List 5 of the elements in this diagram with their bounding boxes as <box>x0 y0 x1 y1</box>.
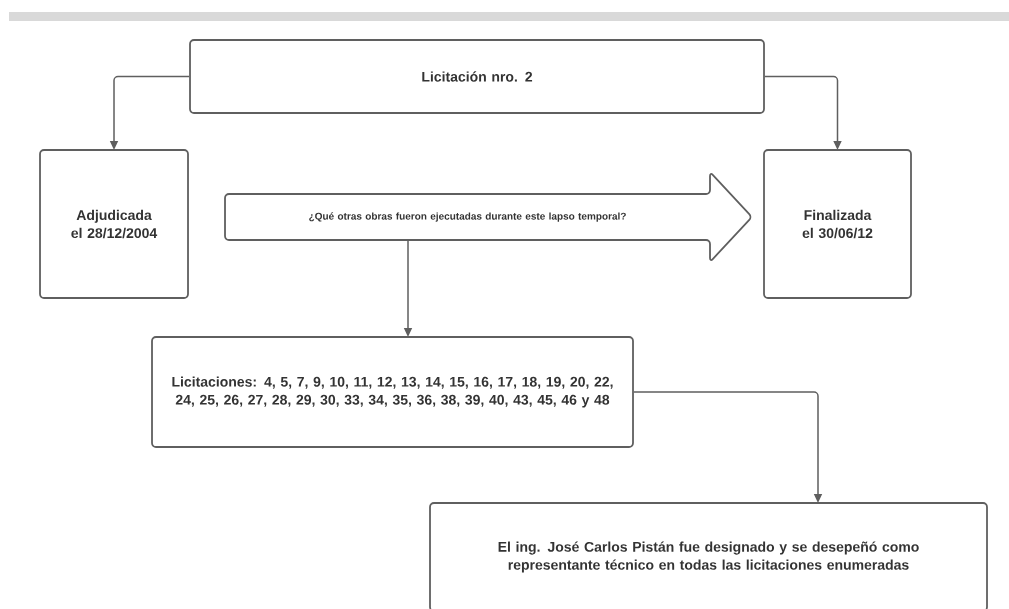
process-box: Finalizada el 30/06/12 <box>763 149 912 299</box>
process-box: Licitación nro. 2 <box>189 39 765 114</box>
process-box: El ing. José Carlos Pistán fue designado y se desepeñó como representante técnico en todas las licitaciones enumeradas <box>429 502 988 609</box>
process-box: Adjudicada el 28/12/2004 <box>39 149 189 299</box>
process-box: Licitaciones: 4, 5, 7, 9, 10, 11, 12, 13, 14, 15, 16, 17, 18, 19, 20, 22, 24, 25, 26, 27, 28, 29, 30, 33, 34, 35, 36, 38, 39, 40, 43, 45, 46 y 48 <box>151 336 634 448</box>
